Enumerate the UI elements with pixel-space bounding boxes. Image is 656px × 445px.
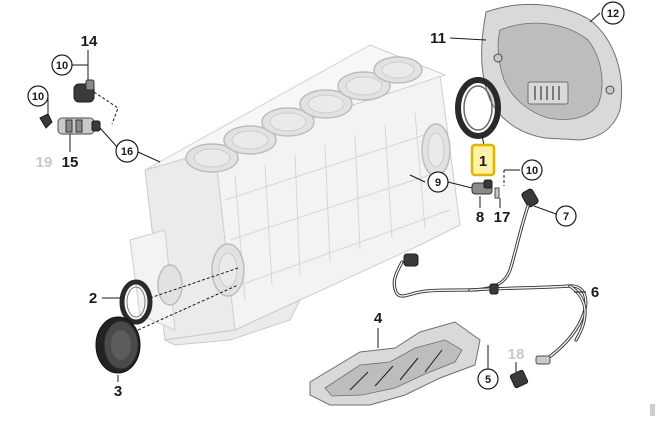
clip-part-5 [509, 369, 529, 389]
callout-11-label: 11 [430, 30, 446, 47]
heat-shield-part-4 [309, 321, 481, 406]
fitting-part-14 [73, 79, 95, 103]
sensor-part-15 [39, 113, 101, 135]
callout-7: 7 [555, 205, 577, 227]
callout-17: 17 [494, 209, 511, 226]
callout-17-label: 17 [494, 209, 511, 226]
engine-block-illustration [129, 44, 461, 346]
callout-15: 15 [62, 154, 79, 171]
callout-10c-label: 10 [526, 165, 538, 177]
callout-10a-label: 10 [56, 60, 68, 72]
wiring-harness [392, 204, 588, 365]
callout-3: 3 [114, 383, 122, 400]
callout-2-label: 2 [89, 290, 97, 307]
callout-8-label: 8 [476, 209, 484, 226]
callout-4-label: 4 [374, 310, 383, 327]
callout-10b-label: 10 [32, 91, 44, 103]
callout-14-label: 14 [81, 33, 98, 50]
callout-8: 8 [476, 209, 484, 226]
rear-seal-ring [455, 77, 501, 139]
callout-2: 2 [89, 290, 97, 307]
cover-disk [95, 316, 141, 374]
callout-19-label: 19 [36, 154, 53, 171]
callout-15-label: 15 [62, 154, 79, 171]
callout-9: 9 [427, 171, 449, 193]
callouts: 1 2 3 4 5 6 7 8 [27, 1, 625, 400]
callout-6: 6 [591, 284, 599, 301]
callout-4: 4 [374, 310, 383, 327]
front-seal-ring [119, 279, 153, 325]
callout-10-right: 10 [521, 159, 543, 181]
callout-5: 5 [477, 368, 499, 390]
callout-11: 11 [430, 30, 446, 47]
rear-shield-plate [481, 4, 623, 141]
callout-6-label: 6 [591, 284, 599, 301]
callout-7-label: 7 [563, 211, 569, 223]
callout-14: 14 [81, 33, 98, 50]
callout-16-label: 16 [121, 146, 133, 158]
connector-part-7 [521, 188, 539, 208]
callout-18: 18 [508, 346, 525, 363]
callout-5-label: 5 [485, 374, 491, 386]
leader-lines [47, 12, 601, 382]
sensor-part-8 [471, 179, 500, 199]
callout-10-left: 10 [27, 85, 49, 107]
callout-1: 1 [470, 143, 496, 177]
callout-12: 12 [601, 1, 625, 25]
edge-mark [650, 404, 655, 416]
callout-16: 16 [115, 139, 139, 163]
callout-18-label: 18 [508, 346, 525, 363]
callout-3-label: 3 [114, 383, 122, 400]
callout-9-label: 9 [435, 177, 441, 189]
callout-12-label: 12 [607, 8, 619, 20]
callout-1-label: 1 [479, 153, 487, 170]
callout-10-upper-left: 10 [51, 54, 73, 76]
callout-19: 19 [36, 154, 53, 171]
